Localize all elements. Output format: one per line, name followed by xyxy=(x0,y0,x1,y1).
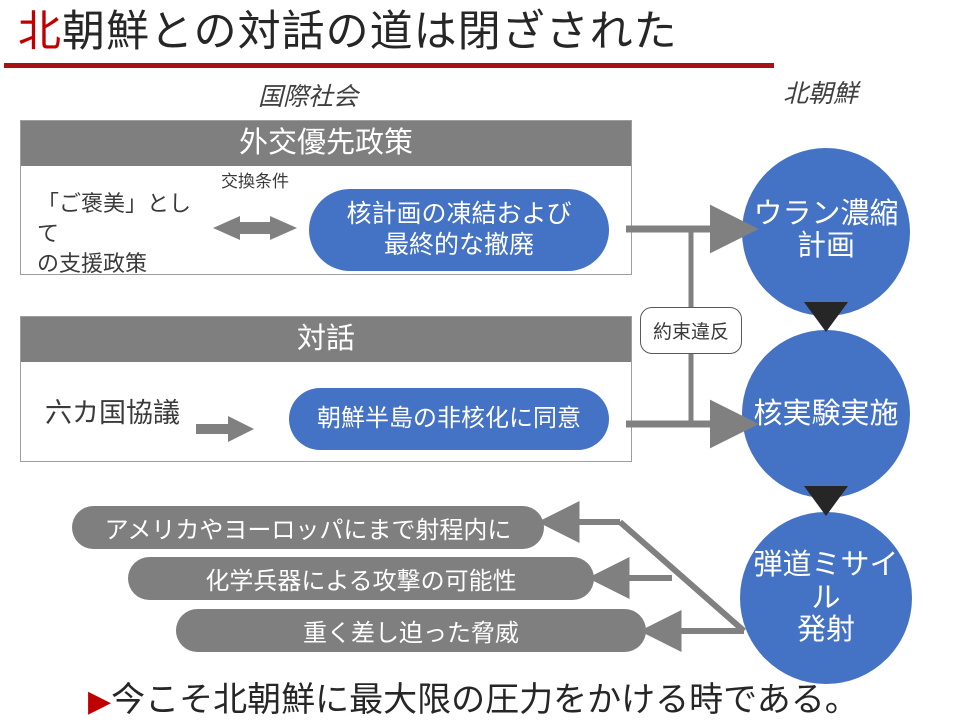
label-reward-support-policy: 「ご褒美」として の支援政策 xyxy=(37,191,192,276)
callout-promise-violation: 約束違反 xyxy=(640,307,742,354)
shape-denuclearization-agreement: 朝鮮半島の非核化に同意 xyxy=(289,388,609,450)
panel-diplomacy-policy-header: 外交優先政策 xyxy=(21,121,631,166)
panel-diplomacy-policy: 外交優先政策 「ご褒美」として の支援政策 交換条件 核計画の凍結および 最終的… xyxy=(20,120,632,276)
pill-threat-range: アメリカやヨーロッパにまで射程内に xyxy=(72,506,544,549)
circle-ballistic-missile-launch-label: 弾道ミサイル 発射 xyxy=(753,549,899,647)
page-title: 北朝鮮との対話の道は閉ざされた xyxy=(18,4,798,60)
caption-north-korea: 北朝鮮 xyxy=(783,80,859,108)
circle-uranium-enrichment: ウラン濃縮 計画 xyxy=(742,148,910,316)
shape-nuclear-freeze-label: 核計画の凍結および 最終的な撤廃 xyxy=(346,200,572,259)
pill-threat-imminent-label: 重く差し迫った脅威 xyxy=(303,620,519,647)
circle-nuclear-test-label: 核実験実施 xyxy=(753,397,899,430)
callout-promise-violation-label: 約束違反 xyxy=(652,322,729,343)
pill-threat-chemical: 化学兵器による攻撃の可能性 xyxy=(128,557,594,600)
bullet-triangle-icon: ▶ xyxy=(88,685,112,718)
shape-nuclear-freeze: 核計画の凍結および 最終的な撤廃 xyxy=(309,189,609,271)
pill-threat-imminent: 重く差し迫った脅威 xyxy=(176,609,646,652)
title-rest: 朝鮮との対話の道は閉ざされた xyxy=(62,8,678,56)
caption-international-community: 国際社会 xyxy=(258,83,359,111)
panel-dialogue: 対話 六カ国協議 朝鮮半島の非核化に同意 xyxy=(20,316,632,462)
panel-dialogue-header: 対話 xyxy=(21,317,631,362)
conclusion-line: ▶今こそ北朝鮮に最大限の圧力をかける時である。 xyxy=(88,672,859,720)
circle-nuclear-test: 核実験実施 xyxy=(742,330,910,498)
circle-uranium-enrichment-label: ウラン濃縮 計画 xyxy=(753,197,899,262)
label-exchange-condition: 交換条件 xyxy=(221,172,289,191)
pill-threat-chemical-label: 化学兵器による攻撃の可能性 xyxy=(205,568,517,595)
panel-diplomacy-policy-body: 「ご褒美」として の支援政策 交換条件 核計画の凍結および 最終的な撤廃 xyxy=(21,166,631,276)
title-underline-rule xyxy=(4,63,774,68)
title-accent-char: 北 xyxy=(18,8,62,56)
conclusion-text: 今こそ北朝鮮に最大限の圧力をかける時である。 xyxy=(111,681,859,719)
shape-denuclearization-agreement-label: 朝鮮半島の非核化に同意 xyxy=(317,405,581,433)
panel-dialogue-body: 六カ国協議 朝鮮半島の非核化に同意 xyxy=(21,362,631,461)
label-six-party-talks: 六カ国協議 xyxy=(45,398,180,428)
circle-ballistic-missile-launch: 弾道ミサイル 発射 xyxy=(740,512,912,684)
pill-threat-range-label: アメリカやヨーロッパにまで射程内に xyxy=(104,517,512,544)
